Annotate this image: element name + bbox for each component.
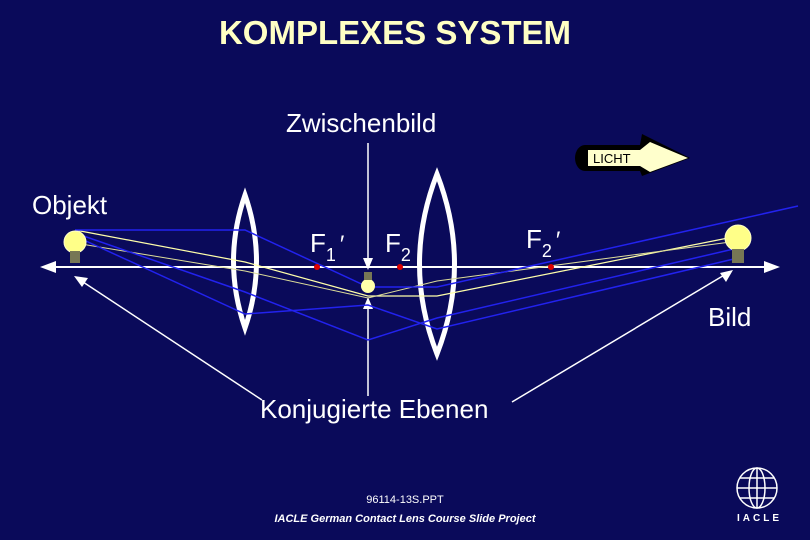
intermediate-image-bulb-icon bbox=[361, 272, 375, 293]
footer-project-name: IACLE German Contact Lens Course Slide P… bbox=[274, 513, 536, 525]
ray-blue-3 bbox=[74, 232, 739, 341]
iacle-globe-icon bbox=[736, 467, 778, 509]
licht-label: LICHT bbox=[593, 151, 631, 166]
f2p-prime-mark: ′ bbox=[555, 227, 561, 254]
optical-axis-right-arrow bbox=[764, 261, 780, 273]
f1-subscript: 1 bbox=[325, 245, 336, 265]
konjugierte-pointer-center-arrow bbox=[363, 297, 373, 309]
ray-yellow-2 bbox=[74, 240, 739, 299]
zwischenbild-pointer-arrow bbox=[363, 258, 373, 270]
bild-label: Bild bbox=[708, 302, 752, 332]
lens-2 bbox=[417, 167, 457, 361]
focal-point-f2 bbox=[397, 264, 403, 270]
ray-yellow-1 bbox=[74, 229, 739, 297]
f2-label: F2 bbox=[385, 228, 411, 265]
objekt-label: Objekt bbox=[32, 190, 108, 220]
f1-prime-mark: ′ bbox=[339, 231, 345, 258]
lens-1 bbox=[231, 187, 259, 336]
ray-blue-2 bbox=[74, 235, 739, 330]
konjugierte-pointer-left bbox=[79, 279, 263, 401]
object-bulb-icon bbox=[63, 230, 87, 263]
konjugierte-ebenen-label: Konjugierte Ebenen bbox=[260, 394, 489, 424]
zwischenbild-label: Zwischenbild bbox=[286, 108, 437, 138]
f2p-subscript: 2 bbox=[541, 241, 552, 261]
f1-prime-label: F1′ bbox=[310, 228, 345, 265]
focal-point-f2-prime bbox=[548, 264, 554, 270]
f2-subscript: 2 bbox=[400, 245, 411, 265]
focal-point-f1-prime bbox=[314, 264, 320, 270]
page-title: KOMPLEXES SYSTEM bbox=[218, 14, 572, 51]
footer-file-name: 96114-13S.PPT bbox=[366, 494, 444, 506]
f2-letter: F bbox=[385, 228, 401, 258]
licht-arrow-icon bbox=[575, 134, 690, 176]
iacle-logo-text: IACLE bbox=[737, 513, 782, 524]
image-bulb-icon bbox=[724, 224, 752, 263]
ray-blue-1 bbox=[75, 205, 799, 288]
konjugierte-pointer-left-arrow bbox=[74, 276, 88, 287]
f2p-letter: F bbox=[526, 224, 542, 254]
optical-axis-left-arrow bbox=[40, 261, 56, 273]
konjugierte-pointer-right-arrow bbox=[720, 270, 733, 282]
f2-prime-label: F2′ bbox=[526, 224, 561, 261]
f1-letter: F bbox=[310, 228, 326, 258]
konjugierte-pointer-right bbox=[511, 273, 727, 403]
